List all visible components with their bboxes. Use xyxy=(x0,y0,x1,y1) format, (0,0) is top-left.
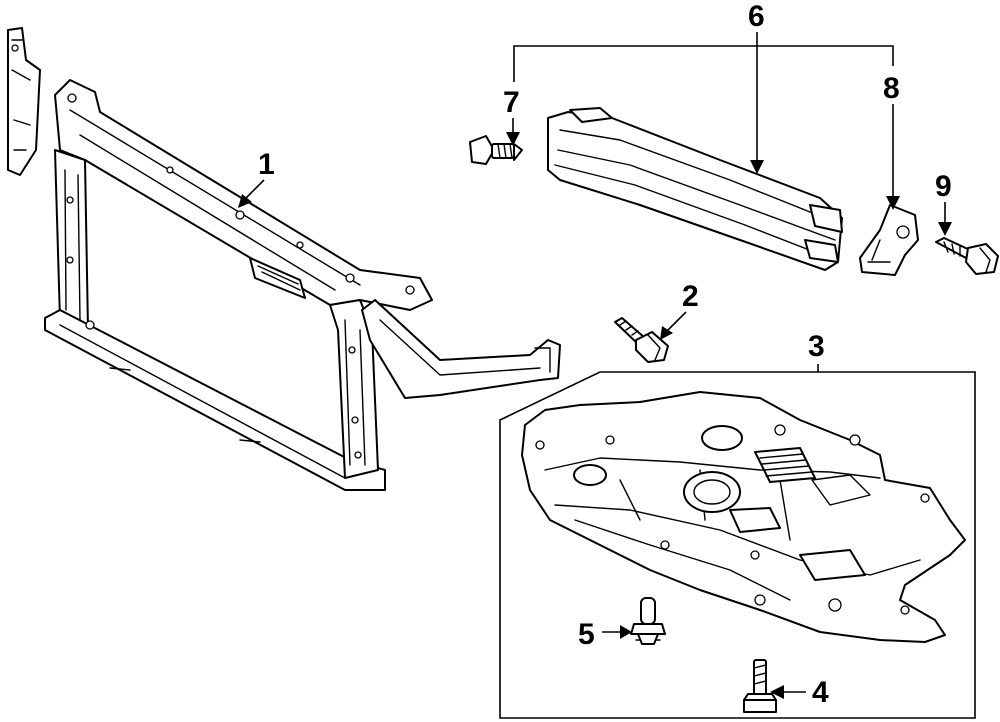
callout-bracket-6-7-8 xyxy=(513,45,894,82)
callout-label-8: 8 xyxy=(883,72,900,105)
callout-label-2: 2 xyxy=(682,280,699,313)
callout-label-9: 9 xyxy=(935,170,952,203)
callout-label-6: 6 xyxy=(748,0,765,33)
bolt-part-4 xyxy=(743,659,777,713)
callout-label-1: 1 xyxy=(258,148,275,181)
callout-3: 3 xyxy=(808,330,825,372)
bracket-part-8 xyxy=(859,204,919,276)
callout-2: 2 xyxy=(660,280,699,340)
callout-4: 4 xyxy=(770,676,829,709)
callout-label-3: 3 xyxy=(808,330,825,363)
callout-7: 7 xyxy=(503,86,520,146)
callout-8: 8 xyxy=(883,72,900,210)
callout-label-4: 4 xyxy=(812,676,829,709)
bolt-part-7 xyxy=(469,135,523,165)
callout-label-5: 5 xyxy=(578,618,595,651)
clip-part-5 xyxy=(630,597,666,645)
lower-engine-cover xyxy=(521,391,966,643)
callout-5: 5 xyxy=(578,618,632,651)
part-3-group-box xyxy=(499,371,976,719)
callout-label-7: 7 xyxy=(503,86,520,119)
radiator-support-frame xyxy=(7,27,561,491)
callout-1: 1 xyxy=(238,148,275,208)
callout-6: 6 xyxy=(748,0,765,174)
callout-9: 9 xyxy=(935,170,952,236)
bolt-part-9 xyxy=(935,237,999,275)
air-guide-deflector xyxy=(547,107,843,271)
bolt-part-2 xyxy=(614,317,669,363)
